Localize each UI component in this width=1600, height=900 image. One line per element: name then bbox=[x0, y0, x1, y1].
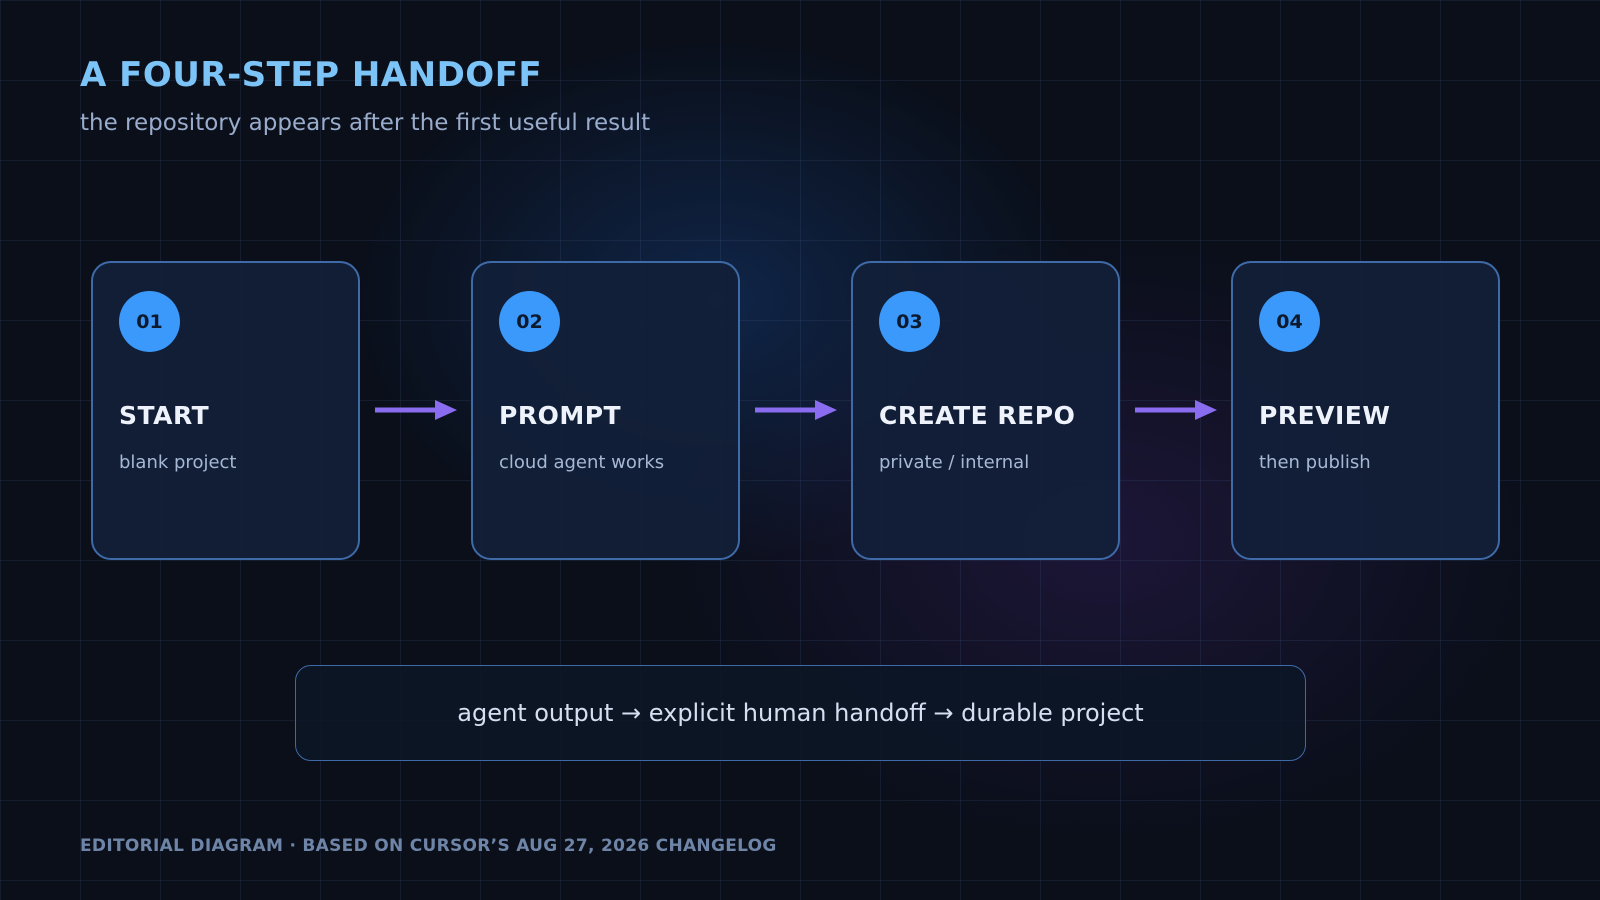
summary-box: agent output → explicit human handoff → … bbox=[295, 665, 1306, 761]
arrow-right-icon bbox=[1135, 400, 1217, 420]
step-title: START bbox=[119, 401, 210, 430]
step-description: private / internal bbox=[879, 452, 1030, 473]
step-title: PREVIEW bbox=[1259, 401, 1391, 430]
step-card-start: 01 START blank project bbox=[91, 261, 360, 560]
step-number-badge: 03 bbox=[879, 291, 940, 352]
step-description: blank project bbox=[119, 452, 237, 473]
step-description: then publish bbox=[1259, 452, 1371, 473]
step-card-create-repo: 03 CREATE REPO private / internal bbox=[851, 261, 1120, 560]
footer-credit: EDITORIAL DIAGRAM · BASED ON CURSOR’S AU… bbox=[80, 836, 777, 856]
summary-text: agent output → explicit human handoff → … bbox=[457, 699, 1144, 727]
step-card-prompt: 02 PROMPT cloud agent works bbox=[471, 261, 740, 560]
diagram-title: A FOUR-STEP HANDOFF bbox=[80, 55, 543, 95]
step-card-preview: 04 PREVIEW then publish bbox=[1231, 261, 1500, 560]
diagram-subtitle: the repository appears after the first u… bbox=[80, 110, 651, 136]
step-number-badge: 01 bbox=[119, 291, 180, 352]
step-title: PROMPT bbox=[499, 401, 622, 430]
step-number-badge: 04 bbox=[1259, 291, 1320, 352]
step-title: CREATE REPO bbox=[879, 401, 1076, 430]
step-number-badge: 02 bbox=[499, 291, 560, 352]
step-description: cloud agent works bbox=[499, 452, 665, 473]
arrow-right-icon bbox=[755, 400, 837, 420]
arrow-right-icon bbox=[375, 400, 457, 420]
